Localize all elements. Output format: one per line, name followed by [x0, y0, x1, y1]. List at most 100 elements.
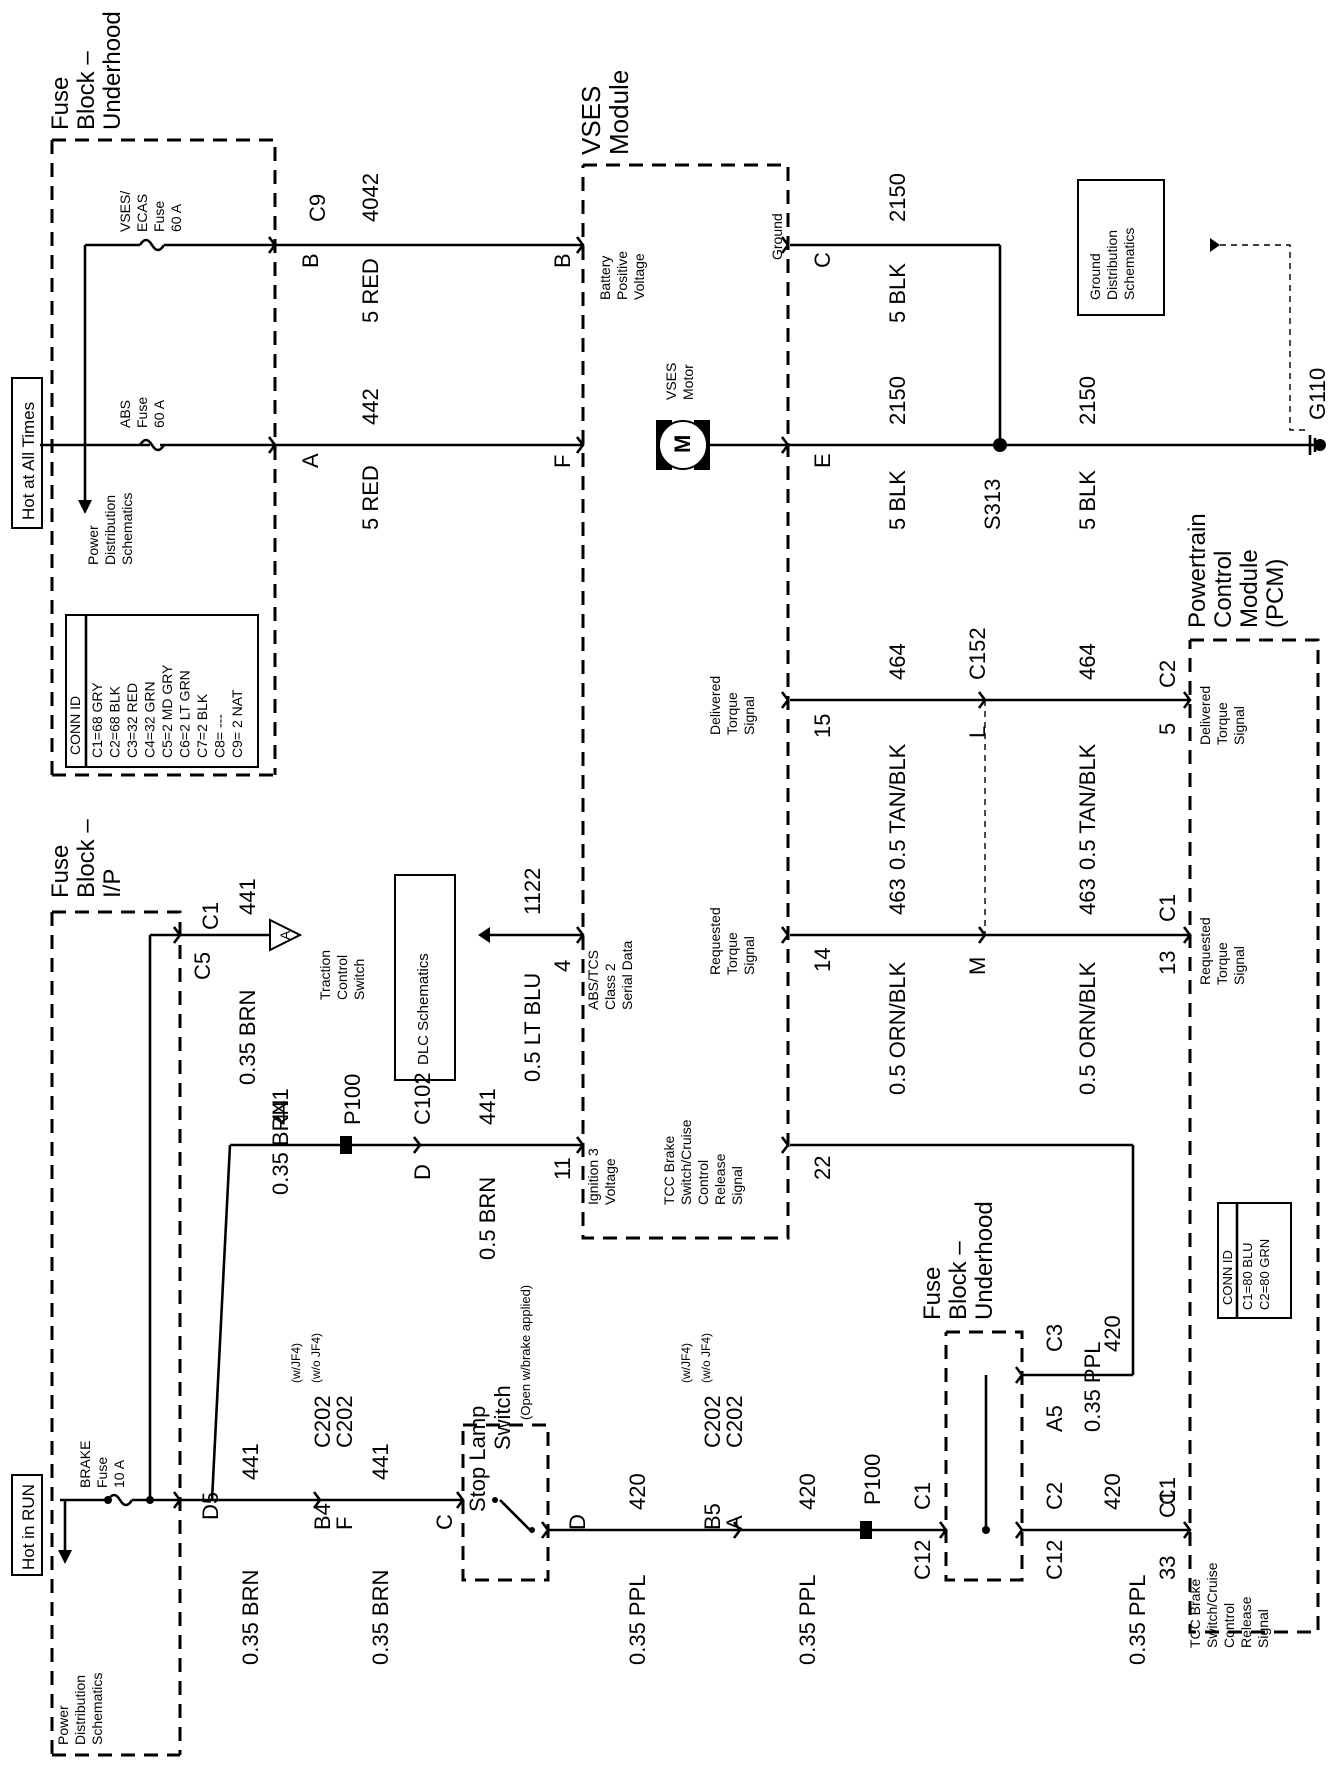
connector-chevron-17	[1182, 926, 1192, 944]
conn-c9-pin-b: B	[298, 253, 323, 268]
connector-chevron-23	[732, 1521, 742, 1539]
wire-color-w463_b: 0.5 ORN/BLK	[1075, 961, 1100, 1095]
vses-tcc-label-line-5: Signal	[729, 1166, 745, 1205]
wire-color-w441_tc: 0.35 BRN	[235, 990, 260, 1085]
pcm-label-line-1: Powertrain	[1184, 513, 1211, 628]
p100-icon	[860, 1521, 872, 1539]
vses-pin-14: 14	[810, 948, 835, 972]
arrow-down-icon	[78, 500, 92, 514]
pcm-requested-label-line-3: Signal	[1231, 946, 1247, 985]
connector-chevron-21	[455, 1491, 465, 1509]
conn-pin-a: A	[298, 453, 323, 468]
power-distribution-bottom-label-line-1: Power	[55, 1705, 71, 1745]
connector-chevron-3	[575, 236, 585, 254]
vses-tcc-label-line-1: TCC Brake	[661, 1136, 677, 1205]
vses-ignition-label-line-2: Voltage	[602, 1158, 618, 1205]
fuse-block-underhood-lower-label-line-1: Fuse	[919, 1267, 946, 1320]
vses-battery-label-line-1: Battery	[597, 256, 613, 300]
pcm-tcc-label-line-1: TCC Brake	[1187, 1579, 1203, 1648]
conn-id-top-row-4: C4=32 GRN	[142, 681, 158, 758]
vses-fuse-label-line-1: VSES/	[117, 191, 133, 232]
connector-chevron-11	[780, 691, 790, 709]
switch-contact	[499, 1499, 531, 1531]
pcm-requested-label-line-1: Requested	[1197, 917, 1213, 985]
wire-circuit-w441_p100: 441	[268, 1088, 293, 1125]
connector-chevron-19	[412, 1136, 422, 1154]
vses-requested-label-line-2: Torque	[724, 932, 740, 975]
conn-d5: D5	[198, 1492, 223, 1520]
power-distribution-top-label-line-3: Schematics	[119, 493, 135, 565]
vses-class2-label-line-2: Class 2	[602, 963, 618, 1010]
pcm-label-line-2: Control	[1210, 551, 1237, 628]
conn-id-top-title: CONN ID	[67, 696, 83, 755]
pcm-conn-c2: C2	[1155, 660, 1180, 688]
wire-circuit-w420_c: 420	[1100, 1315, 1125, 1352]
abs-fuse-icon	[138, 438, 166, 452]
vses-motor-label-line-1: VSES	[663, 363, 679, 400]
ground-g110: G110	[1305, 368, 1330, 420]
node-icon	[146, 1496, 154, 1504]
wire-color-w463_a: 0.5 ORN/BLK	[885, 961, 910, 1095]
wire-441-p100	[210, 1144, 232, 1501]
vses-class2-label-line-3: Serial Data	[619, 941, 635, 1010]
abs-fuse-label-line-2: Fuse	[134, 397, 150, 428]
vses-tcc-label-line-2: Switch/Cruise	[678, 1119, 694, 1205]
wire-circuit-w2150_bot: 2150	[1075, 376, 1100, 425]
wire-circuit-w420_d: 420	[1100, 1473, 1125, 1510]
connector-chevron-14	[977, 691, 987, 709]
wire-circuit-w441_sw: 441	[368, 1443, 393, 1480]
conn-a5: A5	[1042, 1405, 1067, 1432]
wire-circuit-w420_a: 420	[625, 1473, 650, 1510]
wire-circuit-w1122: 1122	[520, 868, 545, 915]
conn-c102: C102	[410, 1072, 435, 1125]
connector-chevron-4	[575, 436, 585, 454]
connector-chevron-1	[267, 236, 277, 254]
vses-module-outline	[581, 163, 790, 1240]
conn-c202-w: C202	[310, 1395, 335, 1448]
connector-chevron-7	[172, 926, 182, 944]
conn-c152: C152	[965, 627, 990, 680]
traction-marker	[269, 918, 303, 952]
brake-fuse-label-line-1: BRAKE	[77, 1441, 93, 1488]
wire-circuit-w420_b: 420	[795, 1473, 820, 1510]
connector-chevron-9	[575, 926, 585, 944]
pcm-pin-13: 13	[1155, 951, 1180, 975]
wire-color-w2150_top: 5 BLK	[885, 263, 910, 323]
wire-color-w464_a: 0.5 TAN/BLK	[885, 743, 910, 870]
vses-ground-label-line-1: Ground	[769, 213, 785, 260]
vses-pin-22: 22	[810, 1156, 835, 1180]
vses-delivered-label-line-3: Signal	[741, 696, 757, 735]
vses-pin-15: 15	[810, 714, 835, 738]
vses-module-label-line-2: Module	[604, 70, 634, 155]
connector-chevron-2	[267, 436, 277, 454]
pcm-tcc-label-line-5: Signal	[1255, 1609, 1271, 1648]
vses-module-label-line-1: VSES	[576, 86, 606, 155]
motor-symbol: M	[670, 435, 695, 453]
power-distribution-bottom-label-line-2: Distribution	[72, 1675, 88, 1745]
fuse-block-underhood-outline	[52, 138, 277, 775]
connector-chevron-25	[1014, 1521, 1024, 1539]
pcm-label-line-3: Module	[1236, 549, 1263, 628]
conn-id-top-row-1: C1=68 GRY	[89, 682, 105, 758]
fuse-block-ip-label-line-2: Block –	[73, 819, 100, 898]
wire-circuit-w441_ign: 441	[475, 1088, 500, 1125]
conn-c3: C3	[1042, 1324, 1067, 1352]
fuse-block-underhood-lower-outline	[944, 1330, 1024, 1582]
abs-fuse-label-line-1: ABS	[117, 400, 133, 428]
traction-control-label-line-3: Switch	[351, 959, 367, 1000]
connector-chevron-6	[780, 436, 790, 454]
arrow-down-icon	[58, 1550, 72, 1564]
abs-fuse-label-line-3: 60 A	[151, 399, 167, 428]
p100-icon	[340, 1136, 352, 1154]
wire-circuit-w442: 442	[358, 388, 383, 425]
pcm-conn-c1-lower: C1	[1155, 1490, 1180, 1518]
vses-motor-label-line-2: Motor	[680, 364, 696, 400]
wire-color-w420_e: 0.35 PPL	[1125, 1574, 1150, 1665]
splice-s313-icon	[993, 438, 1007, 452]
wire-color-w442: 5 RED	[358, 465, 383, 530]
conn-c202-w-lower: C202	[700, 1395, 725, 1448]
node-icon	[982, 1526, 990, 1534]
conn-c102-pin-d: D	[410, 1164, 435, 1180]
power-distribution-bottom-label-line-3: Schematics	[89, 1673, 105, 1745]
ground-distribution-label-line-2: Distribution	[1104, 230, 1120, 300]
